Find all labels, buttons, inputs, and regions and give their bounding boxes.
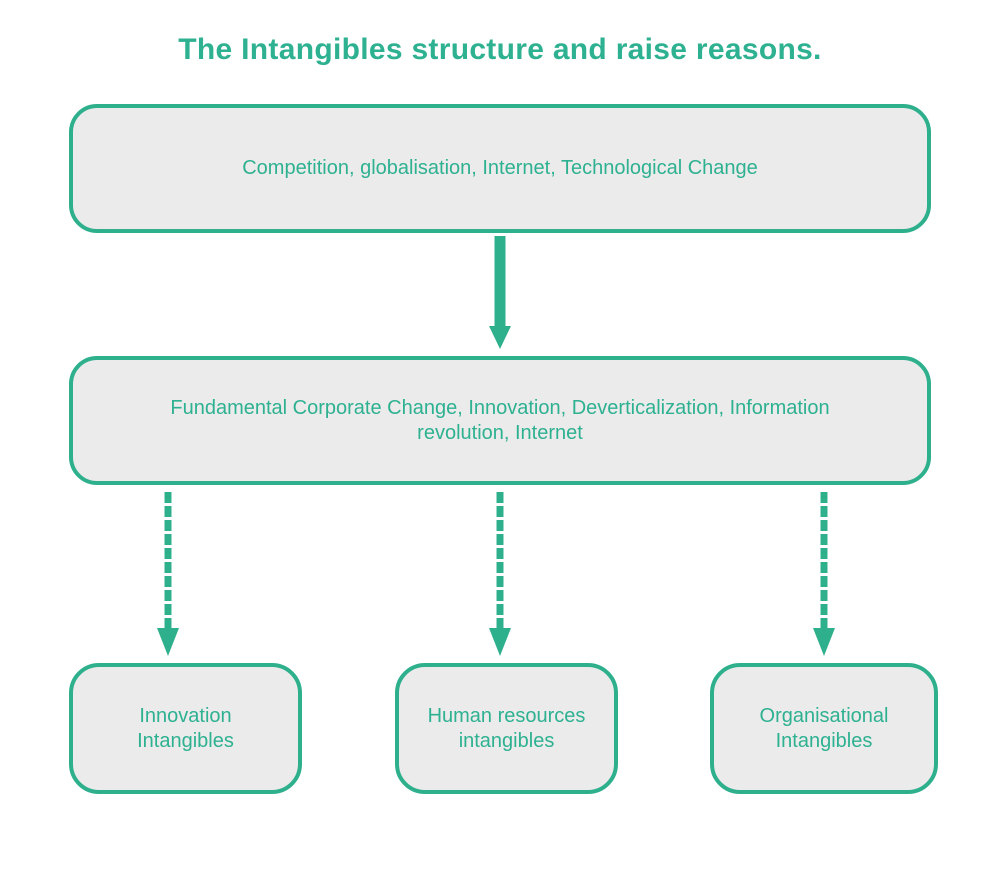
- bottom-box-label: Organisational Intangibles: [759, 705, 889, 752]
- dashed-down-arrow-icon: [813, 492, 835, 656]
- bottom-box-label: Human resources intangibles: [427, 705, 586, 752]
- top-box: Competition, globalisation, Internet, Te…: [69, 104, 931, 233]
- bottom-box-human-resources: Human resources intangibles: [395, 663, 618, 794]
- top-box-label: Competition, globalisation, Internet, Te…: [242, 157, 758, 180]
- dashed-down-arrow-icon: [157, 492, 179, 656]
- middle-box: Fundamental Corporate Change, Innovation…: [69, 356, 931, 485]
- bottom-box-organisational: Organisational Intangibles: [710, 663, 938, 794]
- solid-down-arrow-icon: [489, 236, 511, 349]
- diagram-title: The Intangibles structure and raise reas…: [178, 33, 822, 66]
- dashed-down-arrow-icon: [489, 492, 511, 656]
- bottom-box-label: Innovation Intangibles: [137, 705, 234, 752]
- bottom-box-innovation: Innovation Intangibles: [69, 663, 302, 794]
- middle-box-label: Fundamental Corporate Change, Innovation…: [170, 397, 830, 444]
